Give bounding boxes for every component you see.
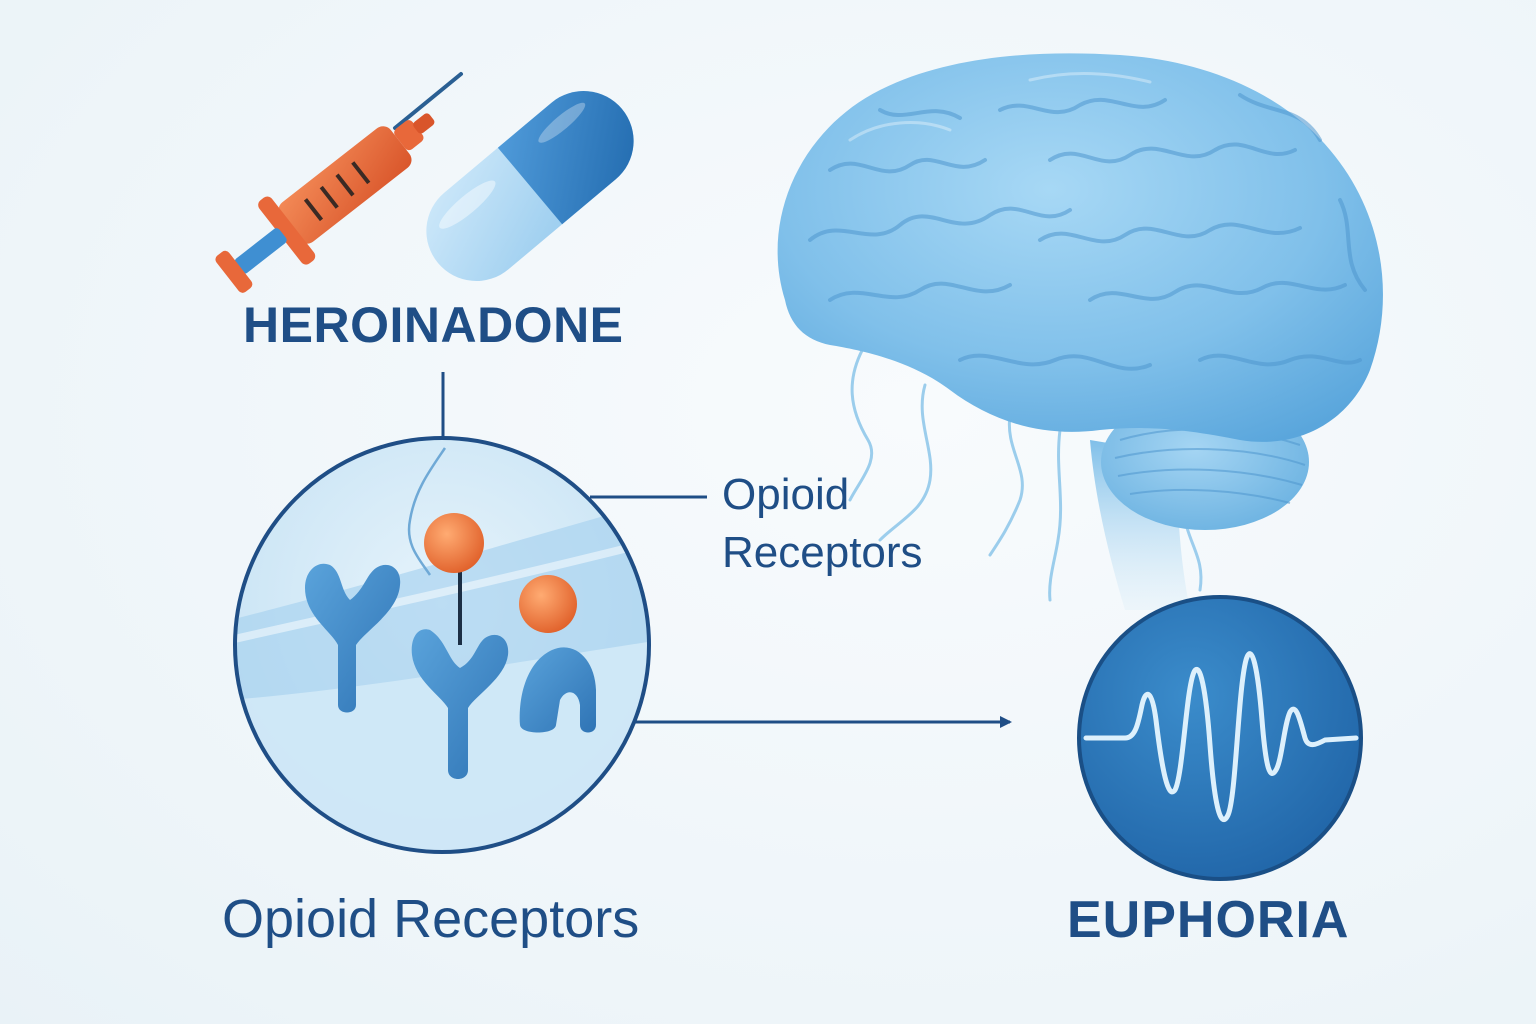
- brain-illustration: [777, 53, 1383, 610]
- receptor-caption: Opioid Receptors: [222, 889, 640, 949]
- capsule-icon: [426, 91, 634, 281]
- callout-line-1: Opioid: [722, 470, 850, 519]
- euphoria-circle: [1077, 595, 1363, 881]
- receptor-magnifier-circle: [233, 436, 651, 854]
- syringe-icon: [215, 72, 463, 293]
- drug-name-label: HEROINADONE: [243, 297, 624, 353]
- euphoria-label: EUPHORIA: [1067, 891, 1350, 949]
- receptor-callout-label: Opioid Receptors: [722, 466, 1022, 582]
- wave-icon: [1083, 651, 1359, 823]
- connector-lines: [441, 372, 1012, 728]
- callout-line-2: Receptors: [722, 528, 923, 577]
